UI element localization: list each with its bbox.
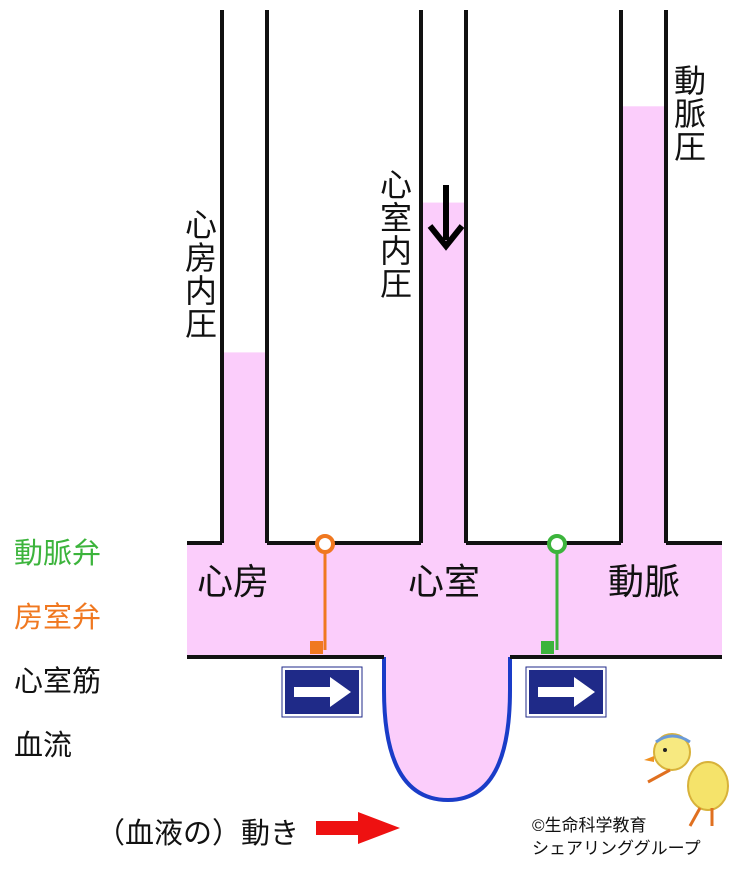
ventricle-label: 心室 — [408, 561, 481, 602]
credit-line-1: ©生命科学教育 — [532, 816, 647, 835]
credit-line-2: シェアリンググループ — [532, 839, 701, 858]
walls — [187, 10, 722, 659]
aortic-valve — [541, 534, 567, 654]
artery-label: 動脈 — [608, 561, 681, 602]
legend-av-valve: 房室弁 — [14, 602, 102, 634]
legend-ventricular-muscle: 心室筋 — [14, 666, 102, 698]
atrium-label: 心房 — [197, 561, 270, 602]
pressure-down-arrow — [427, 185, 465, 251]
blood-flow-sign-right — [525, 666, 607, 718]
chick-mascot-icon — [644, 733, 729, 827]
blood-flow-sign-left — [281, 666, 363, 718]
ventricular-pressure-fill — [421, 202, 466, 545]
legend-aortic-valve: 動脈弁 — [14, 538, 102, 570]
chamber-blood-fill — [187, 543, 722, 657]
arterial-pressure-label: 動脈圧 — [670, 64, 706, 163]
motion-label: （血液の）動き — [96, 818, 300, 850]
ventricle-muscle-outline — [382, 657, 512, 803]
ventricular-pressure-label: 心室内圧 — [376, 168, 412, 300]
legend-blood-flow: 血流 — [14, 730, 73, 762]
atrial-pressure-fill — [222, 352, 267, 545]
atrial-pressure-label: 心房内圧 — [181, 208, 217, 340]
av-valve — [310, 534, 335, 654]
motion-arrow — [316, 812, 400, 844]
arterial-pressure-fill — [621, 106, 666, 546]
ventricle-muscle-fill — [384, 657, 510, 800]
